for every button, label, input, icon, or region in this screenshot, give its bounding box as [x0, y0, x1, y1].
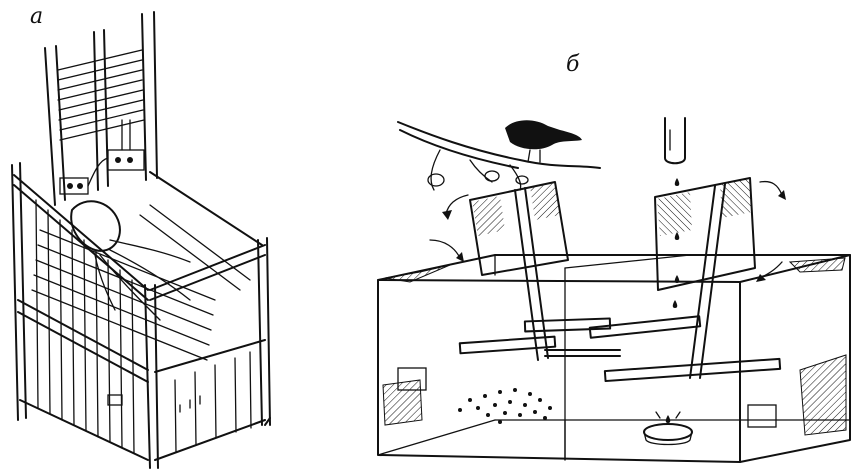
box-drawing	[378, 118, 850, 462]
hatched-corner-left	[383, 380, 422, 425]
hatched-rim-right	[790, 258, 845, 272]
branch-with-bird	[398, 120, 600, 190]
flap-door-left	[470, 182, 568, 275]
water-dish	[644, 412, 692, 445]
sign-right	[748, 405, 776, 427]
cage-drawing	[12, 12, 270, 468]
water-drop	[675, 275, 680, 283]
bird-in-cage	[71, 201, 190, 320]
contact-block	[60, 120, 144, 194]
seeds	[458, 388, 552, 424]
cage-frame	[12, 163, 270, 468]
water-drop	[673, 300, 678, 308]
water-drop	[675, 178, 680, 186]
ladder	[45, 12, 157, 205]
water-drop	[675, 232, 680, 240]
flap-door-right	[655, 178, 755, 290]
hatched-corner-right	[800, 355, 846, 435]
